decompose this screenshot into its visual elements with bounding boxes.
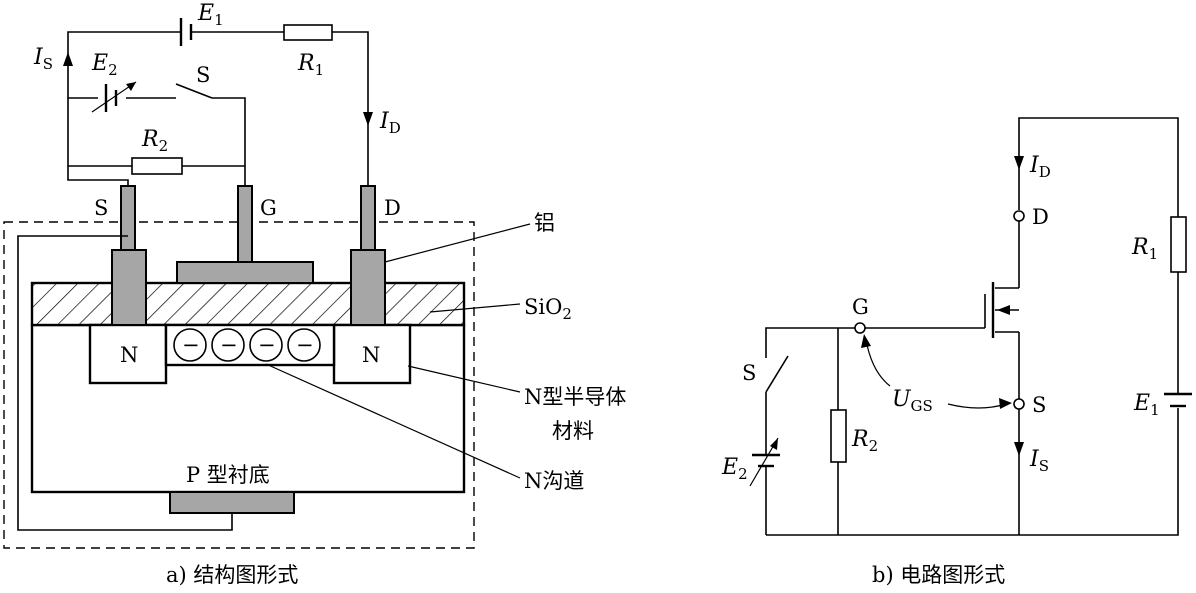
- wire-e1-bottom: [766, 408, 1179, 536]
- drain-terminal: [1013, 210, 1025, 222]
- wire-gate-left: [765, 327, 855, 358]
- drain-contact: [350, 249, 386, 326]
- ugs-arrowhead-source: [999, 398, 1012, 409]
- resistor-r1: [283, 24, 333, 41]
- electron: [249, 328, 283, 362]
- current-is-arrow: [1014, 442, 1024, 456]
- electron-sign: −: [258, 333, 276, 357]
- structure-panel: N N − − − − S G D: [3, 1, 626, 587]
- current-id-arrow: [1014, 156, 1024, 170]
- drain-post: [360, 185, 376, 251]
- current-id-label: ID: [1029, 153, 1051, 181]
- electron-sign: −: [182, 333, 200, 357]
- source-terminal: [1013, 398, 1025, 410]
- source-e1-label: E1: [1133, 391, 1160, 419]
- current-is-arrow: [63, 52, 73, 66]
- label-n-material-line1: N型半导体: [524, 385, 626, 409]
- n-region-right-label: N: [362, 343, 380, 367]
- ugs-arrow-source: [947, 403, 1007, 409]
- terminal-g-label: G: [852, 295, 869, 319]
- current-is-label: IS: [33, 45, 53, 73]
- n-region-left-label: N: [120, 343, 138, 367]
- label-aluminum: 铝: [534, 211, 555, 235]
- wire-switch-gate: [212, 97, 246, 186]
- leader-n-material: [407, 365, 521, 393]
- source-e1-label: E1: [197, 1, 224, 29]
- resistor-r2: [830, 409, 847, 463]
- terminal-d-label: D: [384, 196, 401, 220]
- label-n-channel: N沟道: [524, 469, 584, 493]
- label-p-substrate: P 型衬底: [186, 463, 270, 487]
- terminal-s-label: S: [94, 196, 108, 220]
- current-id-label: ID: [379, 109, 401, 137]
- voltage-ugs-label: UGS: [892, 387, 933, 415]
- source-e2-label: E2: [721, 455, 748, 483]
- battery-e2-arrowhead: [126, 82, 136, 91]
- wire-left: [67, 31, 180, 186]
- sio2-layer: [30, 281, 466, 327]
- label-sio2: SiO2: [524, 295, 572, 323]
- electron: [173, 328, 207, 362]
- electron-sign: −: [220, 333, 238, 357]
- resistor-r2-label: R2: [141, 127, 168, 155]
- mosfet-body-arrow: [997, 305, 1010, 315]
- gate-electrode: [176, 261, 314, 284]
- resistor-r1-label: R1: [1131, 235, 1158, 263]
- caption-a: a) 结构图形式: [166, 563, 298, 587]
- ugs-arrow-gate: [865, 339, 891, 387]
- source-contact: [111, 249, 147, 326]
- current-is-label: IS: [1029, 447, 1049, 475]
- battery-e2-arrowhead: [770, 438, 778, 450]
- resistor-r2: [131, 157, 183, 175]
- switch-label: S: [742, 361, 756, 385]
- substrate-wire: [17, 235, 233, 531]
- switch-blade: [175, 83, 213, 99]
- source-e2-label: E2: [91, 51, 118, 79]
- terminal-g-label: G: [260, 196, 277, 220]
- channel-electrons: − − − −: [173, 328, 321, 362]
- caption-b: b) 电路图形式: [872, 563, 1005, 587]
- resistor-r1: [1170, 216, 1187, 273]
- switch-blade: [765, 355, 789, 393]
- circuit-panel: R1 E1 ID D G S IS UGS: [721, 117, 1192, 587]
- gate-terminal: [854, 322, 866, 334]
- source-post: [120, 185, 136, 251]
- resistor-r2-label: R2: [851, 427, 878, 455]
- electron: [211, 328, 245, 362]
- switch-label: S: [196, 63, 210, 87]
- terminal-d-label: D: [1032, 205, 1049, 229]
- electron-sign: −: [296, 333, 314, 357]
- gate-post: [237, 185, 253, 263]
- leader-aluminum: [384, 223, 531, 263]
- substrate-contact: [169, 491, 295, 514]
- resistor-r1-label: R1: [297, 51, 324, 79]
- label-n-material-line2: 材料: [552, 419, 594, 443]
- ugs-arrowhead-gate: [861, 334, 871, 348]
- terminal-s-label: S: [1032, 393, 1046, 417]
- leader-n-channel: [265, 363, 521, 479]
- leader-sio2: [429, 303, 521, 313]
- electron: [287, 328, 321, 362]
- device-enclosure: [3, 221, 475, 549]
- current-id-arrow: [363, 112, 373, 126]
- wire-r1-drain: [332, 31, 369, 186]
